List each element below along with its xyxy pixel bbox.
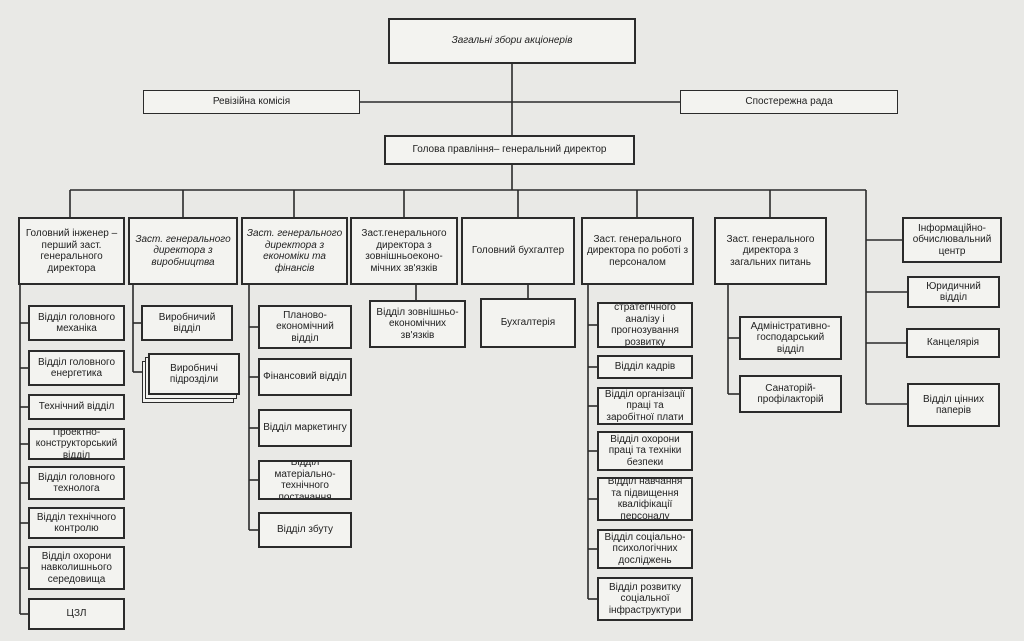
node-deputy-economics: Заст. генерального директора з економіки… xyxy=(241,217,348,285)
node-deputy-production: Заст. генерального директора з виробницт… xyxy=(128,217,238,285)
node-econ-supply: Відділ матеріально-технічного постачання xyxy=(258,460,352,500)
node-econ-planning: Планово-економічний відділ xyxy=(258,305,352,349)
node-audit-commission: Ревізійна комісія xyxy=(143,90,360,114)
node-gen-sanatorium: Санаторій-профілакторій xyxy=(739,375,842,413)
node-econ-marketing: Відділ маркетингу xyxy=(258,409,352,447)
node-legal-dept: Юридичний відділ xyxy=(907,276,1000,308)
node-deputy-foreign: Заст.генерального директора з зовнішньое… xyxy=(350,217,458,285)
node-chancellery: Канцелярія xyxy=(906,328,1000,358)
node-eng-environment: Відділ охорони навколишнього середовища xyxy=(28,546,125,590)
node-foreign-dept: Відділ зовнішньо-економічних зв'язків xyxy=(369,300,466,348)
node-pers-safety: Відділ охорони праці та техніки безпеки xyxy=(597,431,693,471)
node-prod-dept: Виробничий відділ xyxy=(141,305,233,341)
node-chief-engineer: Головний інженер – перший заст. генераль… xyxy=(18,217,125,285)
node-pers-labor: Відділ організації праці та заробітної п… xyxy=(597,387,693,425)
node-pers-strategy: Відділ стратегічного аналізу і прогнозув… xyxy=(597,302,693,348)
node-gen-admin: Адміністративно-господарський відділ xyxy=(739,316,842,360)
node-econ-finance: Фінансовий відділ xyxy=(258,358,352,396)
node-accounting: Бухгалтерія xyxy=(480,298,576,348)
node-pers-training: Відділ навчання та підвищення кваліфікац… xyxy=(597,477,693,521)
node-eng-technologist: Відділ головного технолога xyxy=(28,466,125,500)
node-securities-dept: Відділ цінних паперів xyxy=(907,383,1000,427)
node-deputy-personnel: Заст. генерального директора по роботі з… xyxy=(581,217,694,285)
node-pers-research: Відділ соціально-психологічних досліджен… xyxy=(597,529,693,569)
node-eng-design: Проектно-конструкторський відділ xyxy=(28,428,125,460)
node-pers-social: Відділ розвитку соціальної інфраструктур… xyxy=(597,577,693,621)
node-chairman: Голова правління– генеральний директор xyxy=(384,135,635,165)
node-eng-czl: ЦЗЛ xyxy=(28,598,125,630)
node-eng-technical: Технічний відділ xyxy=(28,394,125,420)
node-pers-hr: Відділ кадрів xyxy=(597,355,693,379)
node-eng-mechanic: Відділ головного механіка xyxy=(28,305,125,341)
node-shareholders-meeting: Загальні збори акціонерів xyxy=(388,18,636,64)
node-eng-energy: Відділ головного енергетика xyxy=(28,350,125,386)
node-eng-control: Відділ технічного контролю xyxy=(28,507,125,539)
node-prod-units: Виробничі підрозділи xyxy=(148,353,240,395)
node-deputy-general: Заст. генерального директора з загальних… xyxy=(714,217,827,285)
node-chief-accountant: Головний бухгалтер xyxy=(461,217,575,285)
node-econ-sales: Відділ збуту xyxy=(258,512,352,548)
node-supervisory-board: Спостережна рада xyxy=(680,90,898,114)
node-info-center: Інформаційно-обчислювальний центр xyxy=(902,217,1002,263)
